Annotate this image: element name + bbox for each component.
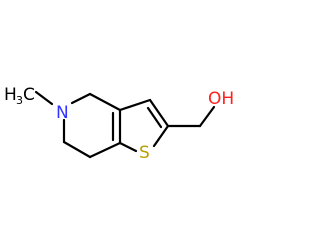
- bond-s-c7a: [118, 141, 138, 153]
- methyl-c-label: C: [23, 85, 35, 105]
- bond-c3-c2: [148, 98, 170, 128]
- molecule-canvas: H 3 C N S OH: [4, 85, 234, 163]
- bond-n-c4: [70, 92, 92, 105]
- bond-layer: [34, 90, 216, 159]
- bond-c2-s: [152, 124, 170, 148]
- bond-ch2-o: [198, 105, 216, 128]
- bond-c3a-c3: [118, 98, 152, 112]
- atom-label-layer: H 3 C N S OH: [4, 85, 234, 163]
- methyl-h-label: H: [4, 85, 17, 105]
- methyl-subscript-label: 3: [16, 94, 23, 107]
- hydroxyl-label: OH: [208, 89, 234, 109]
- bond-c3-c2-inner: [146, 106, 163, 129]
- nitrogen-label: N: [56, 103, 69, 123]
- structure-diagram: H 3 C N S OH: [4, 85, 234, 163]
- bond-c7-c7a: [88, 141, 122, 159]
- bond-c6-c7: [62, 140, 92, 159]
- bond-methyl-n: [34, 90, 54, 106]
- bond-c4-c3a: [88, 92, 122, 112]
- sulfur-label: S: [139, 143, 150, 163]
